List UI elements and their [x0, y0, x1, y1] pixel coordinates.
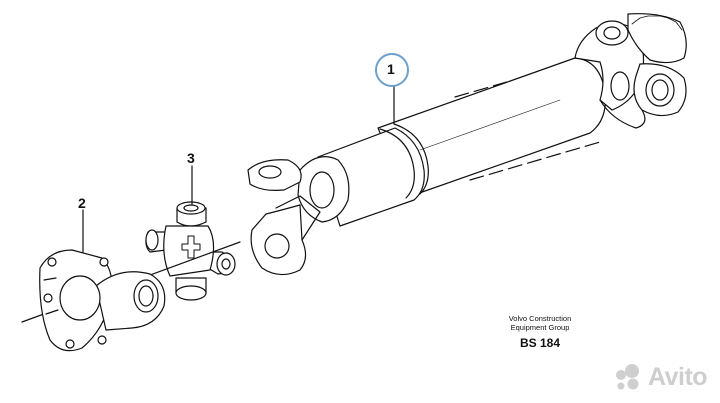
drawing-code: BS 184 [519, 336, 561, 350]
callout-label-3: 3 [187, 150, 195, 166]
callout-ring-1 [375, 53, 409, 87]
callout-label-2: 2 [78, 195, 86, 211]
leader-lines [82, 85, 395, 253]
universal-joint-part-3 [145, 201, 236, 301]
credit-line-2: Equipment Group [510, 323, 570, 332]
manufacturer-credit: Volvo Construction Equipment Group BS 18… [480, 314, 600, 350]
callout-label-1: 1 [387, 61, 395, 77]
avito-watermark: Avito [612, 361, 712, 393]
avito-logo-icon [616, 364, 639, 390]
watermark-text: Avito [648, 362, 708, 391]
credit-line-1: Volvo Construction [508, 314, 572, 323]
flange-yoke-part-2 [21, 241, 241, 352]
driveshaft-part-1 [247, 13, 687, 276]
